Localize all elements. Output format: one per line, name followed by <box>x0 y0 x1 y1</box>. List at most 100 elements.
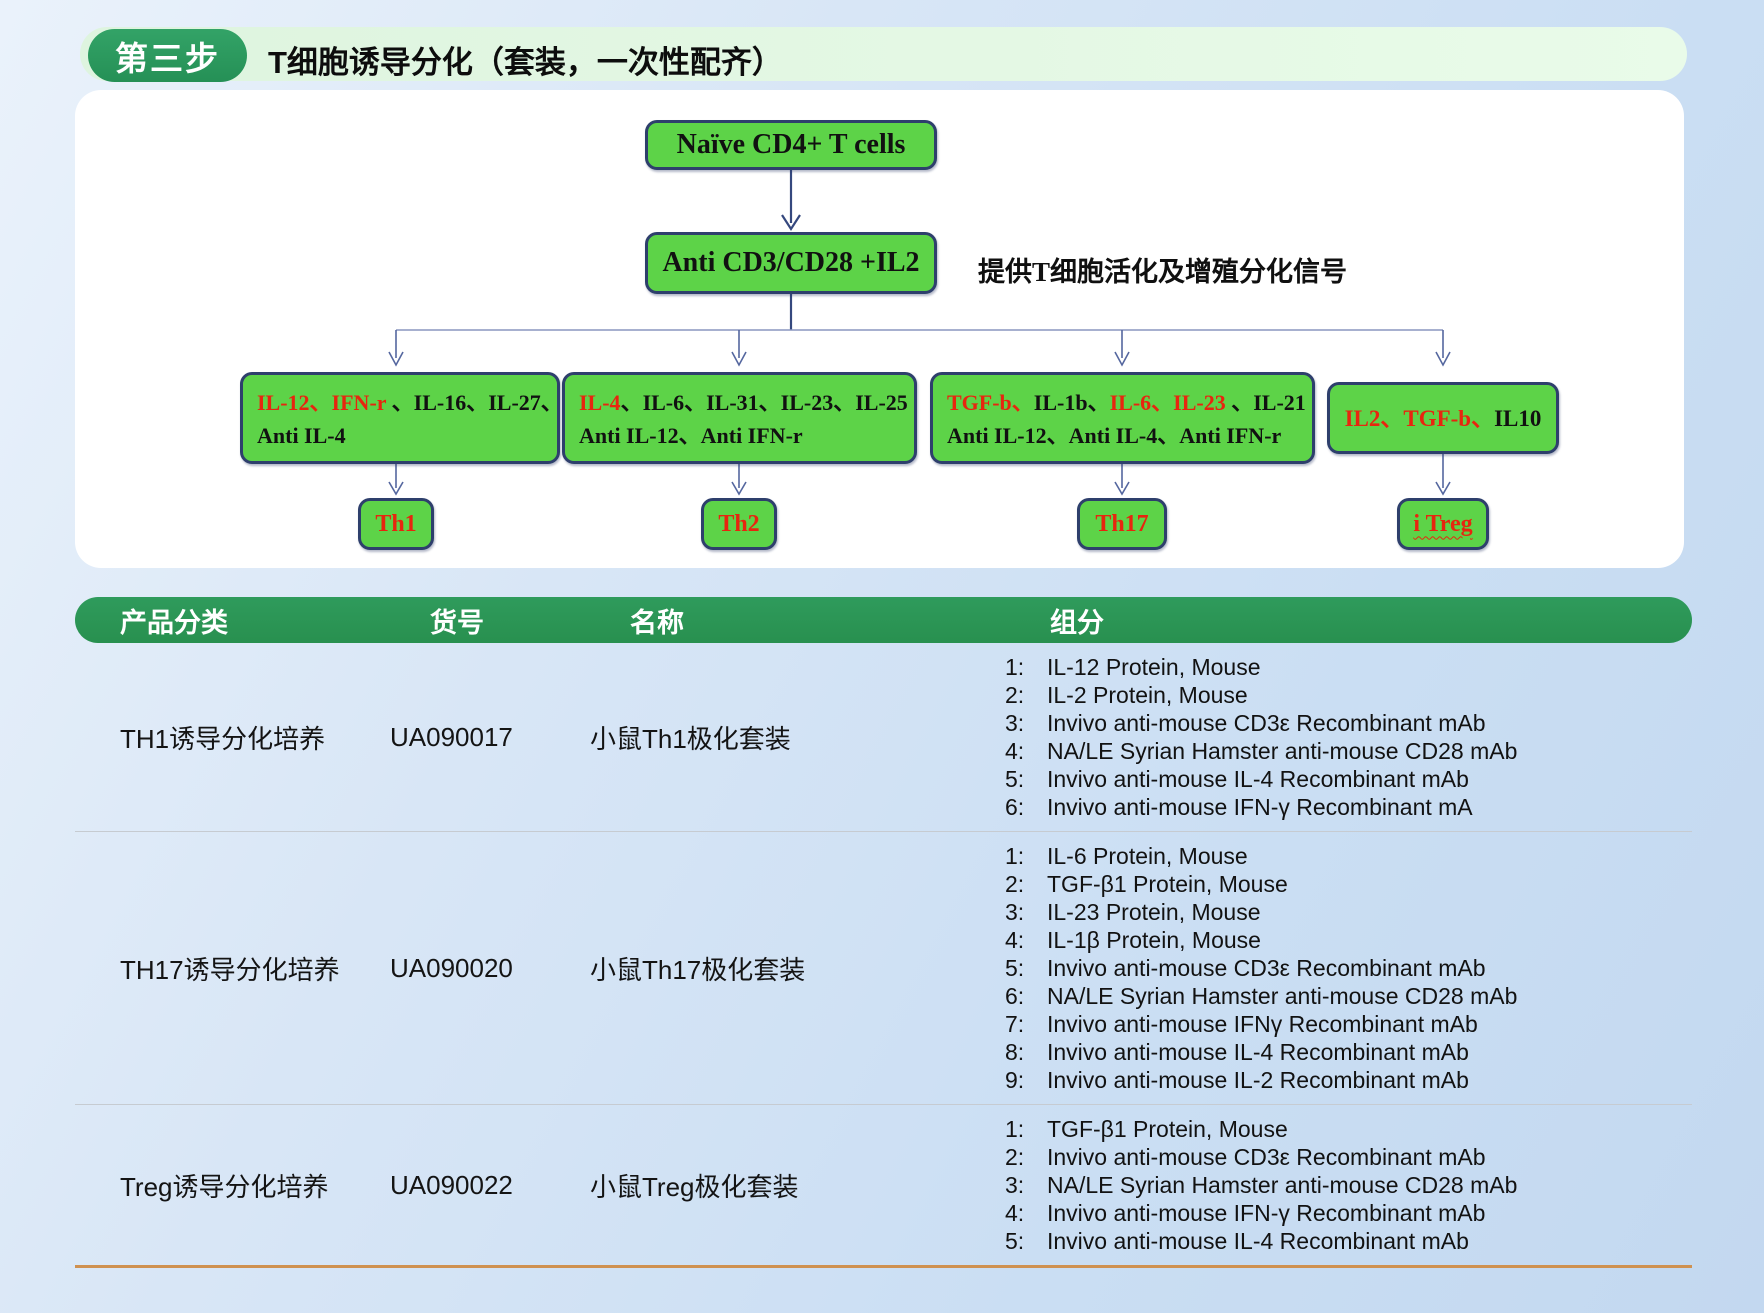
cytokine-text: Anti IL-4 <box>257 423 346 448</box>
header-cell-name: 名称 <box>630 607 684 638</box>
row-catalog: UA090022 <box>390 1169 513 1200</box>
result-box-th1: Th1 <box>358 498 434 550</box>
component-line: 5:Invivo anti-mouse CD3ε Recombinant mAb <box>1005 954 1692 982</box>
component-text: Invivo anti-mouse CD3ε Recombinant mAb <box>1047 1144 1486 1170</box>
row-catalog: UA090017 <box>390 721 513 752</box>
component-line: 9: Invivo anti-mouse IL-2 Recombinant mAb <box>1005 1066 1692 1094</box>
component-line: 4:IL-1β Protein, Mouse <box>1005 926 1692 954</box>
table-row: TH1诱导分化培养 UA090017 小鼠Th1极化套装 1:IL-12 Protei… <box>75 643 1692 832</box>
component-text: Invivo anti-mouse IFN-γ Recombinant mAb <box>1047 1200 1486 1226</box>
cytokine-text: 、IL-21 <box>1225 390 1306 415</box>
cytokine-text: IL2、TGF-b、 <box>1344 405 1495 431</box>
component-text: TGF-β1 Protein, Mouse <box>1047 871 1288 897</box>
component-line: 7: Invivo anti-mouse IFNγ Recombinant mAb <box>1005 1010 1692 1038</box>
row-catalog: UA090020 <box>390 952 513 983</box>
activation-annotation: 提供T细胞活化及增殖分化信号 <box>978 257 1348 287</box>
component-text: NA/LE Syrian Hamster anti-mouse CD28 mAb <box>1047 983 1518 1009</box>
step-badge: 第三步 <box>88 29 247 82</box>
connector-arrows <box>388 170 1451 496</box>
title-bar <box>80 27 1687 81</box>
component-line: 6: Invivo anti-mouse IFN-γ Recombinant mA <box>1005 793 1692 821</box>
component-number: 4: <box>1005 1200 1025 1226</box>
stimulus-box: Anti CD3/CD28 +IL2 <box>645 232 937 294</box>
result-box-th17: Th17 <box>1077 498 1167 550</box>
component-text: IL-23 Protein, Mouse <box>1047 899 1261 925</box>
component-line: 4: Invivo anti-mouse IFN-γ Recombinant mA… <box>1005 1199 1692 1227</box>
component-number: 8: <box>1005 1039 1025 1065</box>
component-number: 3: <box>1005 1172 1025 1198</box>
header-cell-components: 组分 <box>1050 607 1104 638</box>
component-line: 3: IL-23 Protein, Mouse <box>1005 898 1692 926</box>
table-header: 产品分类 货号 名称 组分 <box>75 597 1692 643</box>
component-line: 2: TGF-β1 Protein, Mouse <box>1005 870 1692 898</box>
component-text: TGF-β1 Protein, Mouse <box>1047 1116 1288 1142</box>
component-line: 1: IL-6 Protein, Mouse <box>1005 842 1692 870</box>
component-line: 6: NA/LE Syrian Hamster anti-mouse CD28 m… <box>1005 982 1692 1010</box>
component-text: IL-1β Protein, Mouse <box>1047 927 1261 953</box>
component-number: 3: <box>1005 710 1025 736</box>
flowchart-panel: Naïve CD4+ T cells Anti CD3/CD28 +IL2 提供… <box>75 90 1684 568</box>
cytokine-text: IL-6、IL-23 <box>1109 390 1226 415</box>
component-number: 6: <box>1005 983 1025 1009</box>
cytokine-text: TGF-b、 <box>947 390 1034 415</box>
cytokine-text: IL-12、IFN-r <box>257 390 387 415</box>
cytokine-text: IL10 <box>1494 405 1542 431</box>
cytokine-box-treg: IL2、TGF-b、IL10 <box>1327 382 1559 454</box>
component-text: IL-12 Protein, Mouse <box>1047 654 1261 680</box>
header-cell-catalog: 货号 <box>430 607 484 638</box>
row-category: TH1诱导分化培养 <box>120 723 326 754</box>
cytokine-text: 、IL-16、IL-27、 <box>386 390 563 415</box>
row-category: Treg诱导分化培养 <box>120 1171 329 1202</box>
component-text: Invivo anti-mouse IFNγ Recombinant mAb <box>1047 1011 1478 1037</box>
component-line: 1:IL-12 Protein, Mouse <box>1005 653 1692 681</box>
row-components: 1: TGF-β1 Protein, Mouse 2: Invivo anti-mou… <box>1005 1115 1692 1255</box>
cytokine-text: IL-4 <box>579 390 621 415</box>
component-number: 7: <box>1005 1011 1025 1037</box>
component-number: 2: <box>1005 871 1025 897</box>
component-line: 5: Invivo anti-mouse IL-4 Recombinant mAb <box>1005 1227 1692 1255</box>
component-text: Invivo anti-mouse IL-4 Recombinant mAb <box>1047 766 1469 792</box>
component-text: Invivo anti-mouse CD3ε Recombinant mAb <box>1047 955 1486 981</box>
cytokine-text: Anti IL-12、Anti IFN-r <box>579 423 803 448</box>
component-line: 8: Invivo anti-mouse IL-4 Recombinant mAb <box>1005 1038 1692 1066</box>
component-number: 3: <box>1005 899 1025 925</box>
component-line: 2: Invivo anti-mouse CD3ε Recombinant mAb <box>1005 1143 1692 1171</box>
result-box-itreg: i Treg <box>1397 498 1489 550</box>
component-text: NA/LE Syrian Hamster anti-mouse CD28 mAb <box>1047 738 1518 764</box>
row-category: TH17诱导分化培养 <box>120 954 340 985</box>
component-line: 2:IL-2 Protein, Mouse <box>1005 681 1692 709</box>
component-number: 5: <box>1005 766 1025 792</box>
component-number: 6: <box>1005 794 1025 820</box>
component-number: 4: <box>1005 738 1025 764</box>
component-text: Invivo anti-mouse IL-2 Recombinant mAb <box>1047 1067 1469 1093</box>
component-text: NA/LE Syrian Hamster anti-mouse CD28 mAb <box>1047 1172 1518 1198</box>
header-cell-category: 产品分类 <box>120 607 228 638</box>
component-number: 2: <box>1005 1144 1025 1170</box>
component-text: IL-2 Protein, Mouse <box>1047 682 1248 708</box>
component-text: Invivo anti-mouse IL-4 Recombinant mAb <box>1047 1228 1469 1254</box>
row-components: 1: IL-6 Protein, Mouse 2: TGF-β1 Protein, M… <box>1005 842 1692 1094</box>
component-text: Invivo anti-mouse IL-4 Recombinant mAb <box>1047 1039 1469 1065</box>
row-name: 小鼠Th1极化套装 <box>590 723 791 754</box>
component-number: 5: <box>1005 1228 1025 1254</box>
component-line: 3: Invivo anti-mouse CD3ε Recombinant mAb <box>1005 709 1692 737</box>
component-text: Invivo anti-mouse CD3ε Recombinant mAb <box>1047 710 1486 736</box>
component-text: IL-6 Protein, Mouse <box>1047 843 1248 869</box>
cytokine-box-th1: IL-12、IFN-r 、IL-16、IL-27、 Anti IL-4 <box>240 372 563 464</box>
component-text: Invivo anti-mouse IFN-γ Recombinant mA <box>1047 794 1473 820</box>
row-name: 小鼠Th17极化套装 <box>590 954 806 985</box>
cytokine-text: 、 <box>1087 390 1110 415</box>
component-number: 1: <box>1005 1116 1025 1142</box>
component-number: 1: <box>1005 843 1025 869</box>
root-cell-box: Naïve CD4+ T cells <box>645 120 937 170</box>
component-line: 3: NA/LE Syrian Hamster anti-mouse CD28 m… <box>1005 1171 1692 1199</box>
component-number: 9: <box>1005 1067 1025 1093</box>
component-line: 4: NA/LE Syrian Hamster anti-mouse CD28 m… <box>1005 737 1692 765</box>
result-box-th2: Th2 <box>701 498 777 550</box>
